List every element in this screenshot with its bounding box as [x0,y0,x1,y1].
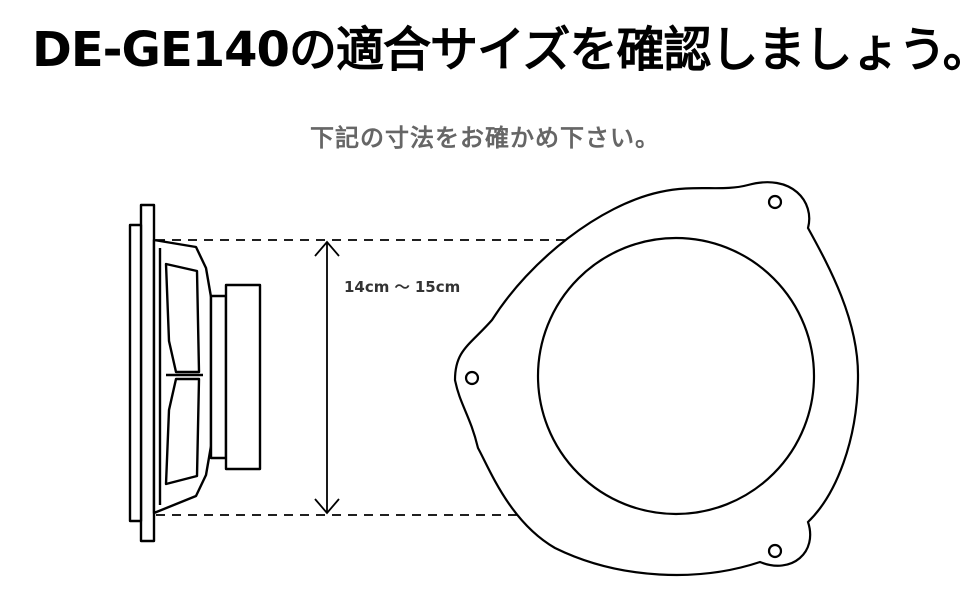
speaker-cone-upper [164,262,201,374]
speaker-magnet-plate [209,294,228,460]
dimension-label: 14cm 〜 15cm [344,278,460,296]
instruction-subtitle: 下記の寸法をお確かめ下さい。 [310,124,660,152]
mounting-hole-left [464,370,480,386]
speaker-flange-inner [128,223,143,523]
speaker-magnet [224,283,262,471]
mounting-adapter [453,181,860,577]
mounting-hole-top [767,194,783,210]
page-title: DE-GE140の適合サイズを確認しましょう。 [32,22,970,78]
dimension-arrow [314,240,340,515]
speaker-side-view [128,203,262,543]
speaker-flange-outer [139,203,156,543]
speaker-cone-lower [164,377,201,486]
mounting-hole-bottom [767,543,783,559]
adapter-speaker-opening [536,236,816,516]
